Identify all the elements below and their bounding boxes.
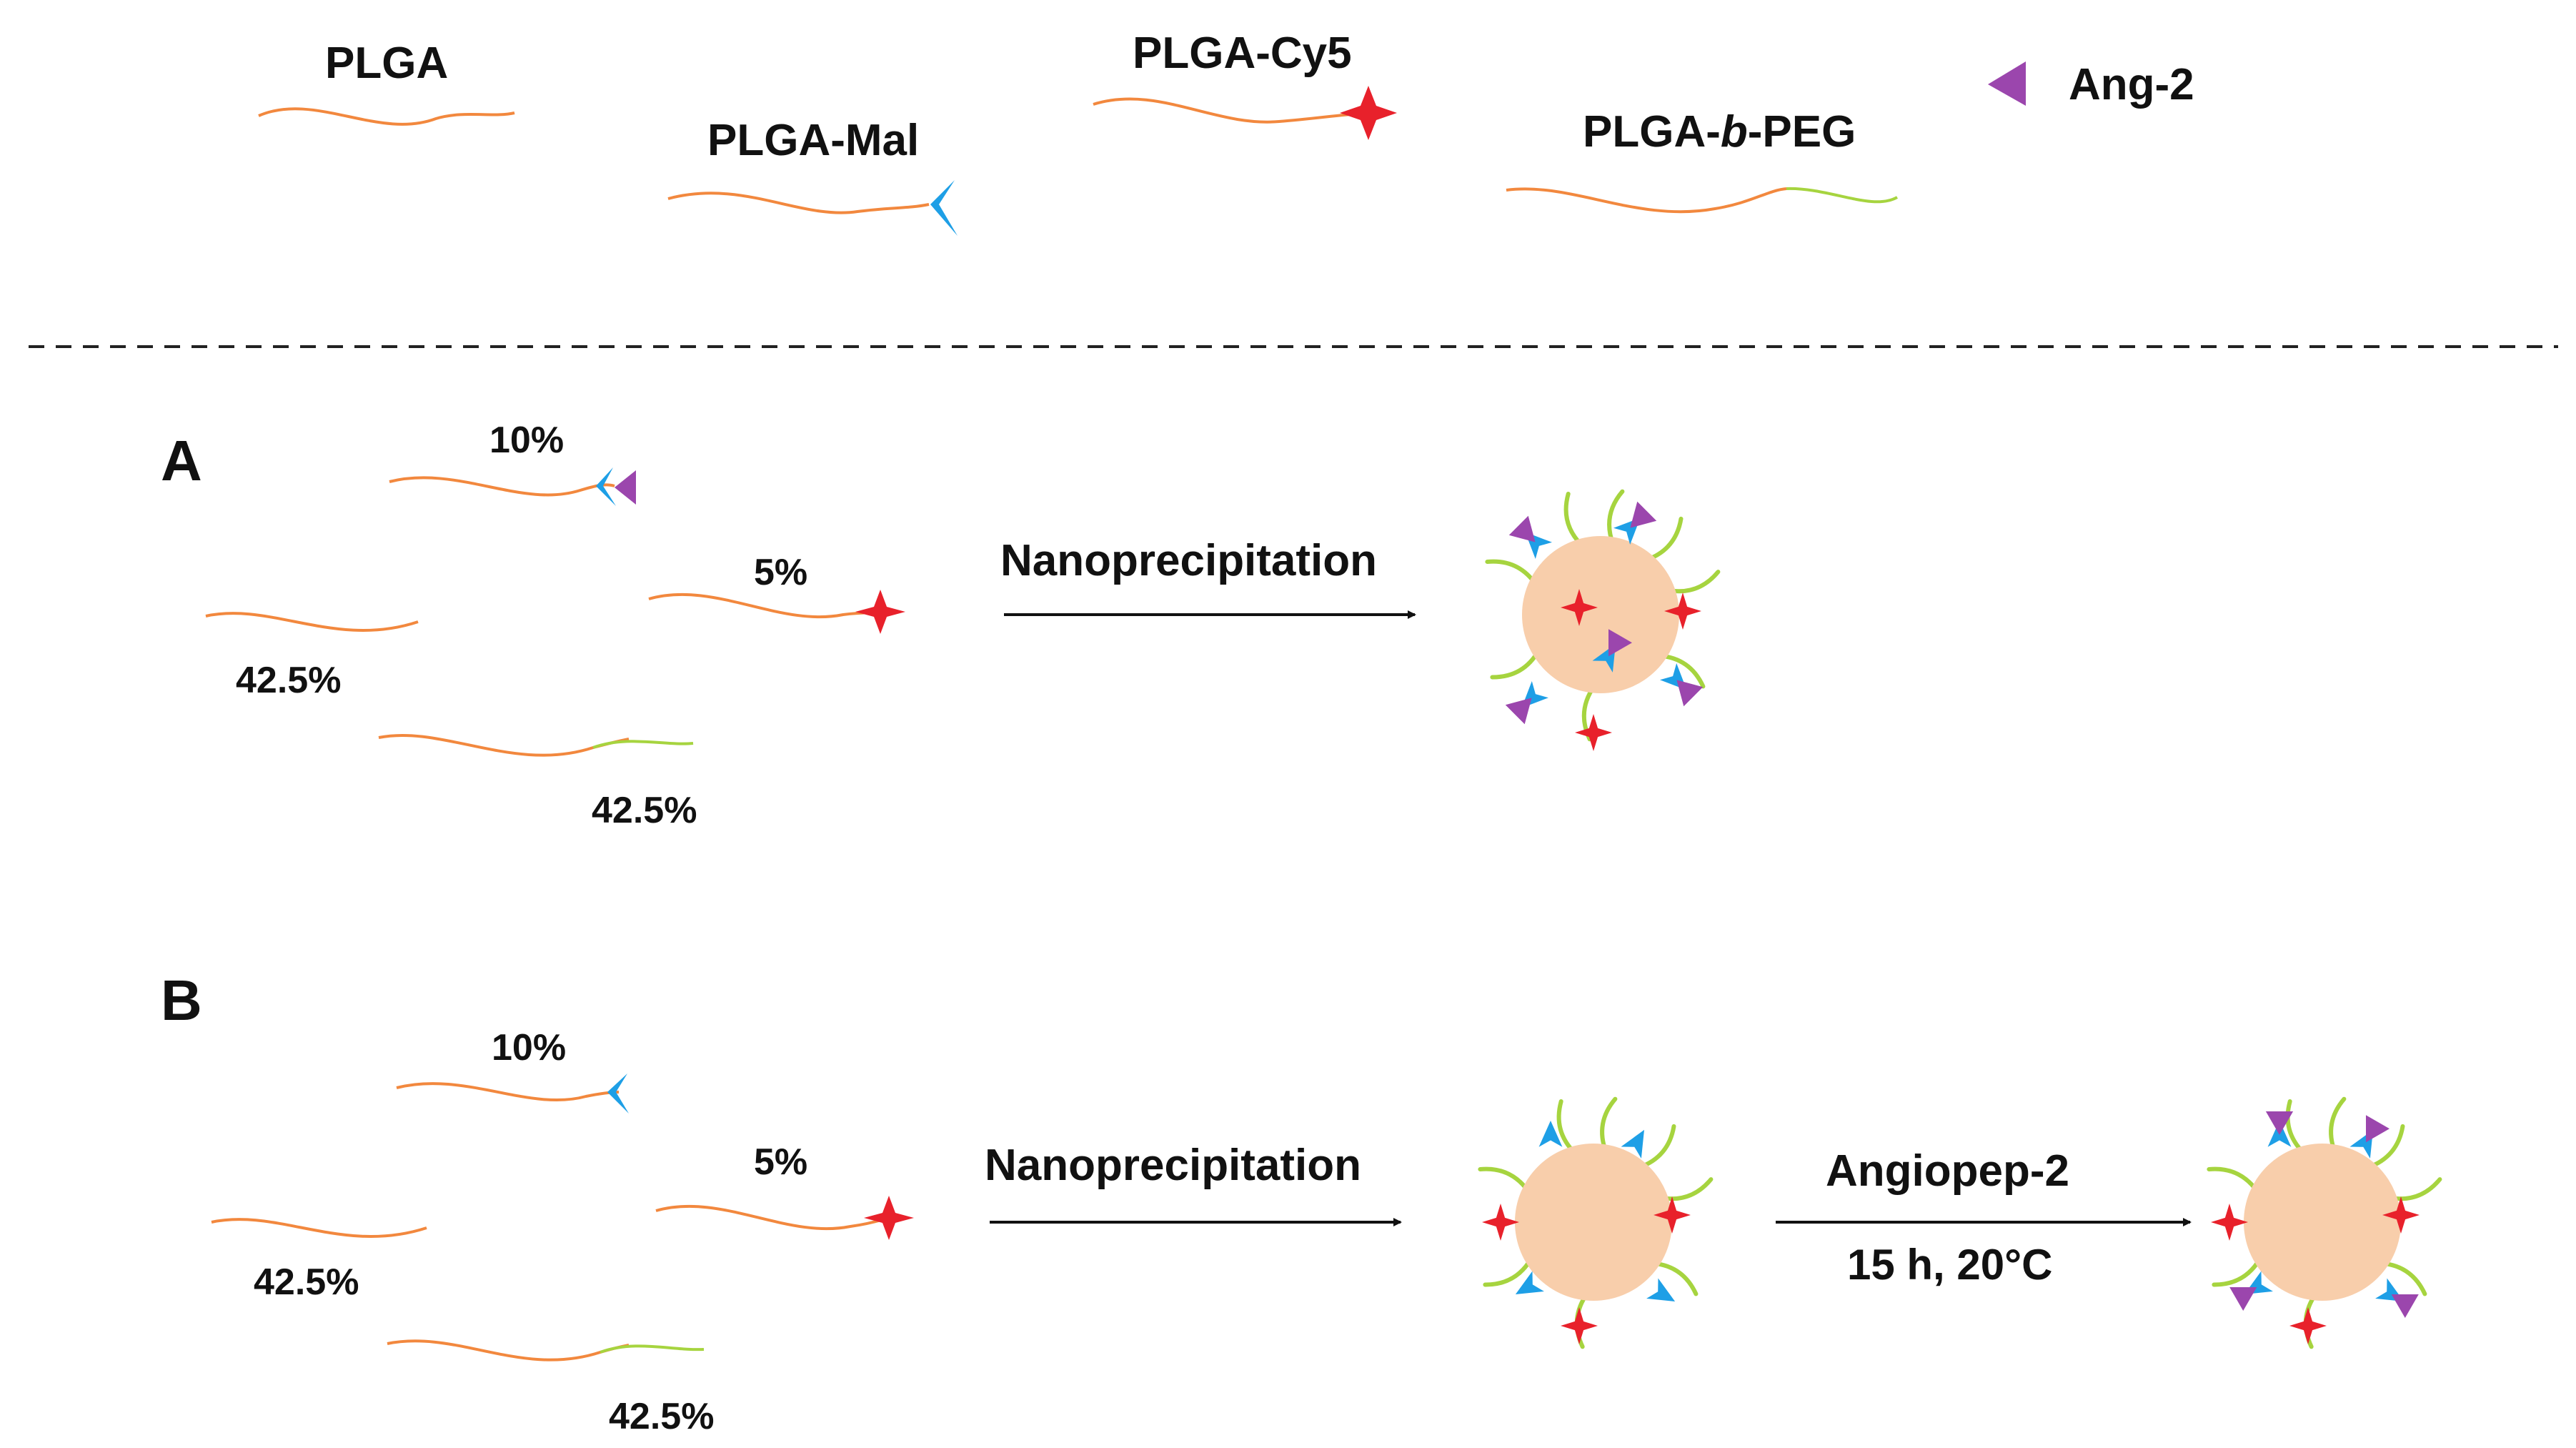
plga-core xyxy=(1515,1144,1672,1301)
cy5-star xyxy=(2211,1204,2248,1241)
legend-plga-peg-label: PLGA-b-PEG xyxy=(1583,107,1856,157)
peg-strand xyxy=(1485,559,1538,587)
plga-core xyxy=(1522,536,1679,693)
peg-strand xyxy=(1483,1256,1534,1287)
ang2-triangle-icon xyxy=(1988,61,2026,106)
ang2-mark xyxy=(1508,515,1536,542)
peg-strand xyxy=(1637,1124,1676,1170)
ang2-mark xyxy=(2366,1115,2389,1143)
panel-a-nanoparticle xyxy=(1485,489,1721,751)
peg-strand xyxy=(2329,1096,2347,1154)
ang2-mark xyxy=(1505,698,1532,725)
cy5-star xyxy=(1575,714,1612,751)
panel-a-plga xyxy=(205,612,419,632)
legend-plga-label: PLGA xyxy=(325,39,449,88)
panel-b-plga-peg xyxy=(387,1339,705,1362)
panel-a-cy5-percent: 5% xyxy=(754,552,808,593)
panel-b-peg-percent: 42.5% xyxy=(609,1396,715,1437)
peg-strand xyxy=(1563,492,1585,548)
ang2-mark xyxy=(2265,1111,2294,1135)
cy5-star xyxy=(2289,1307,2327,1344)
legend-plga-mal xyxy=(667,180,958,236)
legend-plga-cy5 xyxy=(1093,86,1397,140)
panel-b-step2-label: Angiopep-2 xyxy=(1826,1146,2069,1196)
ang2-mark xyxy=(2391,1294,2419,1318)
panel-b-nanoparticle-conjugated xyxy=(2207,1096,2442,1349)
legend-plga-cy5-label: PLGA-Cy5 xyxy=(1133,29,1352,78)
ang2-mark xyxy=(1608,629,1632,657)
panel-b-plga-cy5 xyxy=(655,1196,914,1240)
ang2-mark xyxy=(2229,1287,2257,1311)
peg-strand xyxy=(2212,1256,2263,1287)
peg-strand xyxy=(1600,1096,1618,1154)
peg-strand xyxy=(1644,516,1684,562)
panel-b-step1-label: Nanoprecipitation xyxy=(985,1141,1362,1190)
panel-a-peg-percent: 42.5% xyxy=(592,790,697,831)
panel-a-plga-mal-ang2 xyxy=(389,467,636,506)
legend-ang2-label: Ang-2 xyxy=(2069,60,2194,109)
peg-strand xyxy=(1490,648,1541,680)
cy5-star xyxy=(2382,1196,2420,1234)
panel-a-mal-ang2-percent: 10% xyxy=(489,420,565,461)
maleimide-mark xyxy=(1621,1129,1644,1159)
cy5-star xyxy=(1561,1307,1598,1344)
plga-core xyxy=(2244,1144,2401,1301)
ang2-mark xyxy=(1676,680,1704,707)
panel-b-nanoparticle-unconjugated xyxy=(1478,1096,1714,1349)
panel-b-step2-condition: 15 h, 20°C xyxy=(1847,1241,2053,1289)
panel-a-plga-percent: 42.5% xyxy=(236,660,342,701)
panel-b-mal-percent: 10% xyxy=(492,1027,567,1068)
panel-b-plga xyxy=(211,1218,427,1238)
legend-plga-peg xyxy=(1506,187,1898,214)
cy5-star xyxy=(1653,1196,1691,1234)
peg-strand xyxy=(2207,1166,2260,1194)
legend-plga-mal-label: PLGA-Mal xyxy=(707,116,920,165)
panel-a-plga-peg xyxy=(378,733,694,757)
panel-b-cy5-percent: 5% xyxy=(754,1141,808,1183)
panel-b-plga-percent: 42.5% xyxy=(254,1261,359,1303)
maleimide-mark xyxy=(1515,1271,1544,1294)
cy5-star-icon xyxy=(1340,86,1397,140)
panel-b-label: B xyxy=(161,968,202,1032)
panel-a-step-label: Nanoprecipitation xyxy=(1000,536,1378,585)
panel-a-label: A xyxy=(161,429,202,492)
ang2-mark xyxy=(1630,501,1657,528)
legend-plga xyxy=(258,107,515,126)
peg-strand xyxy=(1659,1177,1714,1201)
panel-a-plga-cy5 xyxy=(648,590,905,634)
peg-strand xyxy=(2387,1177,2442,1201)
maleimide-mark xyxy=(1538,1121,1563,1147)
peg-strand xyxy=(1666,570,1721,594)
cy5-star xyxy=(1561,589,1598,626)
maleimide-icon xyxy=(930,180,958,236)
peg-strand xyxy=(1607,489,1625,547)
panel-b-plga-mal xyxy=(396,1073,629,1114)
legend-ang2 xyxy=(1988,61,2026,106)
maleimide-mark xyxy=(1646,1278,1676,1301)
peg-strand xyxy=(1478,1166,1531,1194)
cy5-star xyxy=(1482,1204,1519,1241)
cy5-star xyxy=(1664,592,1701,630)
